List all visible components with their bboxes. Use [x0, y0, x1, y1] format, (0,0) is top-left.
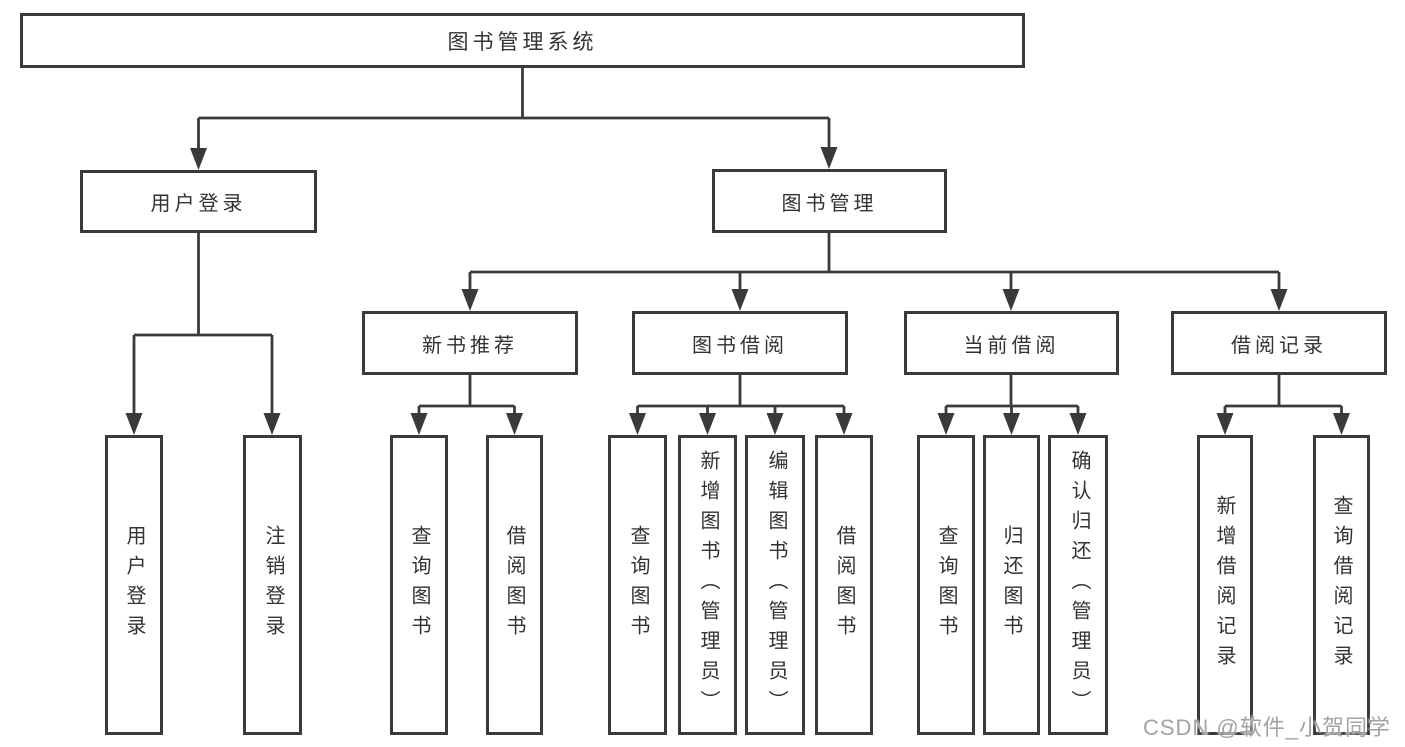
node-book-borrow: 图书借阅 — [632, 311, 848, 375]
node-book-management: 图书管理 — [712, 169, 947, 233]
leaf-edit-book-admin: 编辑图书（管理员） — [745, 435, 805, 735]
node-borrow-records: 借阅记录 — [1171, 311, 1387, 375]
leaf-borrow-books-recommend: 借阅图书 — [486, 435, 543, 735]
leaf-query-books-recommend: 查询图书 — [390, 435, 448, 735]
leaf-query-borrow-record: 查询借阅记录 — [1313, 435, 1370, 735]
csdn-watermark: CSDN @软件_小贺同学 — [1142, 715, 1391, 740]
node-current-borrow: 当前借阅 — [904, 311, 1119, 375]
leaf-query-books-current: 查询图书 — [917, 435, 975, 735]
node-root-system: 图书管理系统 — [20, 13, 1025, 68]
leaf-user-login: 用户登录 — [105, 435, 163, 735]
leaf-return-book: 归还图书 — [983, 435, 1040, 735]
leaf-add-book-admin: 新增图书（管理员） — [678, 435, 737, 735]
node-user-login: 用户登录 — [80, 170, 317, 233]
leaf-query-books-borrow: 查询图书 — [608, 435, 667, 735]
leaf-add-borrow-record: 新增借阅记录 — [1197, 435, 1253, 735]
leaf-confirm-return-admin: 确认归还（管理员） — [1048, 435, 1108, 735]
leaf-borrow-books: 借阅图书 — [815, 435, 873, 735]
node-new-book-recommend: 新书推荐 — [362, 311, 578, 375]
leaf-logout: 注销登录 — [243, 435, 302, 735]
